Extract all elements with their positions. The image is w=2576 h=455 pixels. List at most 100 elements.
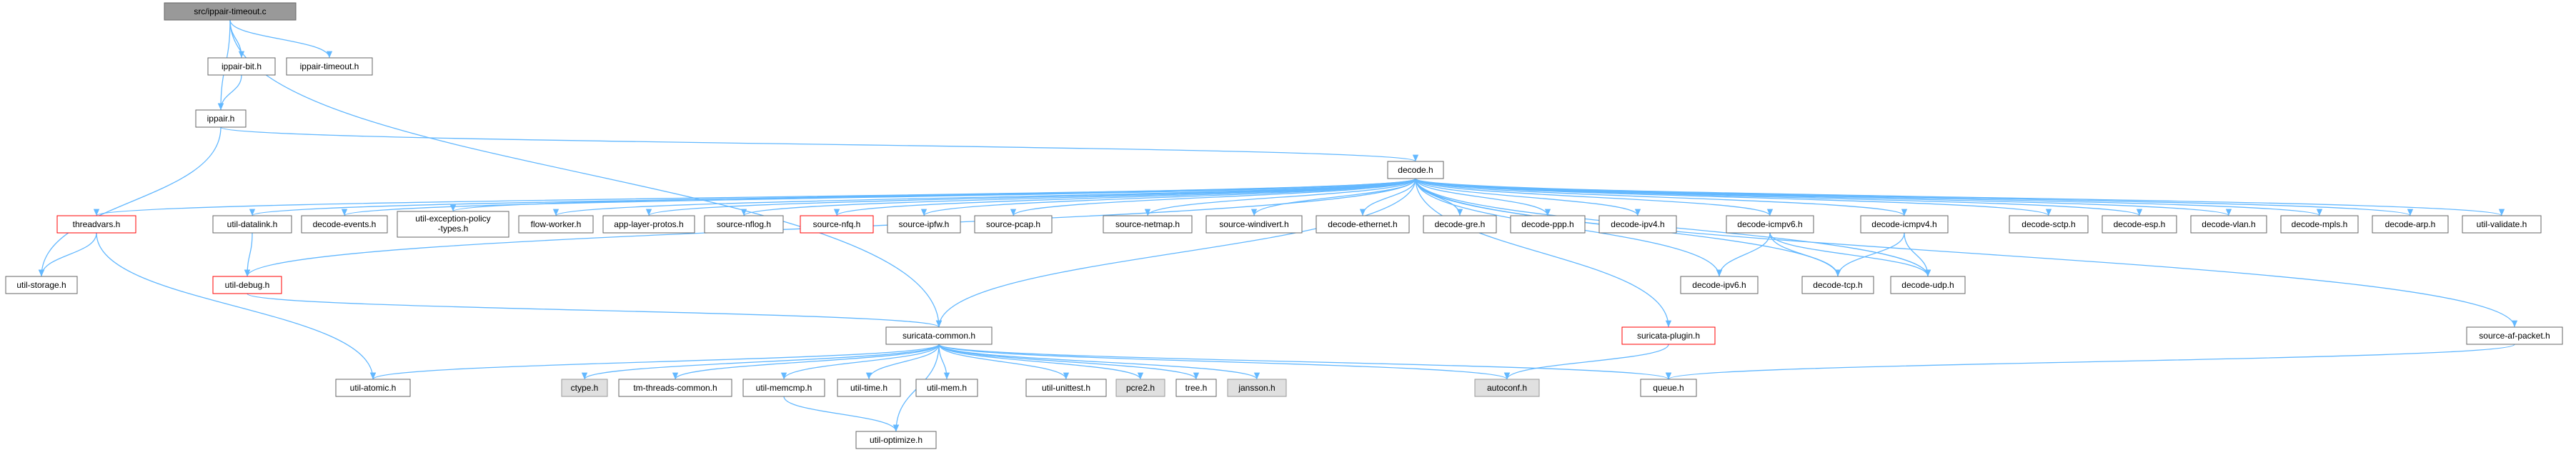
node-label: source-pcap.h <box>986 219 1040 229</box>
node-pcre2-h: pcre2.h <box>1115 379 1165 397</box>
node-util-datalink-h[interactable]: util-datalink.h <box>212 215 292 234</box>
include-edge-decode-icmpv6-h-to-decode-udp-h <box>1769 232 1931 277</box>
node-label: source-af-packet.h <box>2479 331 2550 341</box>
node-label: app-layer-protos.h <box>614 219 683 229</box>
include-edge-decode-h-to-decode-ethernet-h <box>1359 178 1416 216</box>
node-decode-ipv4-h[interactable]: decode-ipv4.h <box>1598 215 1677 234</box>
node-ippair-timeout-h[interactable]: ippair-timeout.h <box>286 57 373 76</box>
node-box <box>704 215 784 234</box>
node-decode-ethernet-h[interactable]: decode-ethernet.h <box>1316 215 1410 234</box>
node-box <box>2190 215 2267 234</box>
node-suricata-common-h[interactable]: suricata-common.h <box>885 326 993 345</box>
node-decode-tcp-h[interactable]: decode-tcp.h <box>1801 276 1874 294</box>
include-edge-suricata-common-h-to-util-unittest-h <box>938 344 1070 380</box>
file-nodes: src/ippair-timeout.c ippair-bit.h ippair-t… <box>5 2 2563 449</box>
node-source-nfq-h[interactable]: source-nfq.h <box>800 215 874 234</box>
node-util-time-h[interactable]: util-time.h <box>837 379 901 397</box>
include-edge-ippair-bit-h-to-ippair-h <box>217 74 242 111</box>
node-util-exception-policy-types-h[interactable]: util-exception-policy-types.h <box>397 211 509 238</box>
node-util-storage-h[interactable]: util-storage.h <box>5 276 78 294</box>
include-edge-util-debug-h-to-suricata-common-h <box>247 293 942 328</box>
node-box <box>618 379 732 397</box>
node-source-ipfw-h[interactable]: source-ipfw.h <box>887 215 961 234</box>
node-label: decode-icmpv4.h <box>1871 219 1936 229</box>
node-box <box>1474 379 1540 397</box>
node-decode-udp-h[interactable]: decode-udp.h <box>1890 276 1966 294</box>
include-edge-decode-h-to-decode-icmpv6-h <box>1415 178 1773 216</box>
include-edge-decode-h-to-decode-arp-h <box>1415 178 2413 216</box>
include-edge-decode-icmpv6-h-to-decode-ipv6-h <box>1716 232 1771 277</box>
node-app-layer-protos-h[interactable]: app-layer-protos.h <box>602 215 695 234</box>
node-source-pcap-h[interactable]: source-pcap.h <box>974 215 1053 234</box>
node-box <box>397 211 509 238</box>
node-flow-worker-h[interactable]: flow-worker.h <box>518 215 594 234</box>
node-box <box>2280 215 2359 234</box>
node-box <box>1205 215 1303 234</box>
node-label: source-nfq.h <box>813 219 861 229</box>
node-source-netmap-h[interactable]: source-netmap.h <box>1103 215 1193 234</box>
include-edge-src-ippair-timeout-c-to-ippair-bit-h <box>229 19 245 59</box>
include-edge-decode-h-to-source-af-packet-h <box>1415 178 2518 328</box>
node-ippair-bit-h[interactable]: ippair-bit.h <box>207 57 276 76</box>
node-label: flow-worker.h <box>531 219 582 229</box>
include-edge-decode-h-to-source-pcap-h <box>1010 178 1416 216</box>
include-edge-suricata-common-h-to-tm-threads-common-h <box>672 344 940 380</box>
include-edge-ippair-h-to-decode-h <box>220 126 1418 162</box>
node-decode-h[interactable]: decode.h <box>1387 161 1444 179</box>
node-source-windivert-h[interactable]: source-windivert.h <box>1205 215 1303 234</box>
node-suricata-plugin-h[interactable]: suricata-plugin.h <box>1621 326 1716 345</box>
node-util-debug-h[interactable]: util-debug.h <box>212 276 282 294</box>
node-label: src/ippair-timeout.c <box>194 6 266 16</box>
node-decode-events-h[interactable]: decode-events.h <box>301 215 388 234</box>
node-label: decode-ipv6.h <box>1692 280 1746 290</box>
node-label: decode-ipv4.h <box>1611 219 1664 229</box>
node-decode-mpls-h[interactable]: decode-mpls.h <box>2280 215 2359 234</box>
node-decode-sctp-h[interactable]: decode-sctp.h <box>2009 215 2089 234</box>
node-tree-h[interactable]: tree.h <box>1175 379 1217 397</box>
node-decode-icmpv6-h[interactable]: decode-icmpv6.h <box>1726 215 1814 234</box>
node-threadvars-h[interactable]: threadvars.h <box>56 215 136 234</box>
node-decode-gre-h[interactable]: decode-gre.h <box>1423 215 1497 234</box>
node-decode-esp-h[interactable]: decode-esp.h <box>2102 215 2177 234</box>
node-decode-icmpv4-h[interactable]: decode-icmpv4.h <box>1860 215 1949 234</box>
node-box <box>335 379 411 397</box>
node-label: pcre2.h <box>1126 383 1155 393</box>
node-box <box>286 57 373 76</box>
include-edge-decode-h-to-source-nfq-h <box>834 178 1416 216</box>
node-box <box>1175 379 1217 397</box>
node-decode-ppp-h[interactable]: decode-ppp.h <box>1510 215 1586 234</box>
node-util-mem-h[interactable]: util-mem.h <box>915 379 978 397</box>
include-edge-decode-h-to-util-validate-h <box>1415 178 2505 216</box>
node-label: ippair-bit.h <box>222 61 262 71</box>
node-source-af-packet-h[interactable]: source-af-packet.h <box>2466 326 2563 345</box>
node-label: decode-udp.h <box>1901 280 1954 290</box>
node-label: util-unittest.h <box>1042 383 1090 393</box>
node-source-nflog-h[interactable]: source-nflog.h <box>704 215 784 234</box>
node-decode-arp-h[interactable]: decode-arp.h <box>2372 215 2449 234</box>
include-edge-threadvars-h-to-util-atomic-h <box>96 232 377 380</box>
include-edge-decode-h-to-decode-sctp-h <box>1415 178 2052 216</box>
node-tm-threads-common-h[interactable]: tm-threads-common.h <box>618 379 732 397</box>
include-edge-src-ippair-timeout-c-to-ippair-timeout-h <box>229 19 333 59</box>
node-queue-h[interactable]: queue.h <box>1640 379 1697 397</box>
node-ippair-h[interactable]: ippair.h <box>195 109 247 128</box>
node-box <box>5 276 78 294</box>
node-util-memcmp-h[interactable]: util-memcmp.h <box>742 379 825 397</box>
node-box <box>2462 215 2542 234</box>
node-box <box>207 57 276 76</box>
node-box <box>2009 215 2089 234</box>
node-box <box>1227 379 1287 397</box>
node-src-ippair-timeout-c[interactable]: src/ippair-timeout.c <box>164 2 297 21</box>
node-util-validate-h[interactable]: util-validate.h <box>2462 215 2542 234</box>
include-edge-suricata-common-h-to-autoconf-h <box>938 344 1510 380</box>
node-label: suricata-plugin.h <box>1637 331 1700 341</box>
node-util-atomic-h[interactable]: util-atomic.h <box>335 379 411 397</box>
node-decode-ipv6-h[interactable]: decode-ipv6.h <box>1680 276 1759 294</box>
node-box <box>301 215 388 234</box>
include-edge-decode-h-to-decode-icmpv4-h <box>1415 178 1907 216</box>
node-decode-vlan-h[interactable]: decode-vlan.h <box>2190 215 2267 234</box>
node-util-optimize-h[interactable]: util-optimize.h <box>855 431 937 449</box>
node-util-unittest-h[interactable]: util-unittest.h <box>1025 379 1107 397</box>
node-box <box>195 109 247 128</box>
node-label: jansson.h <box>1238 383 1275 393</box>
